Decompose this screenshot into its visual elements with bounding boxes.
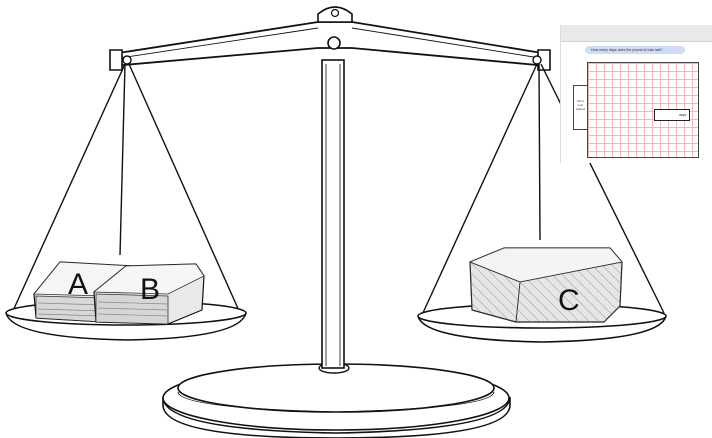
block-a-label: A [68, 268, 88, 301]
inset-side-tab [573, 85, 587, 130]
scale-base [162, 362, 511, 438]
block-c: C [468, 247, 623, 323]
inset-answer-unit: days [679, 113, 687, 117]
inset-answer-grid[interactable] [587, 62, 699, 158]
scale-post [321, 59, 345, 369]
inset-answer-box[interactable] [654, 109, 690, 121]
inset-toolbar [561, 25, 712, 42]
block-b: B [92, 263, 205, 325]
inset-screenshot: How many days does the pound of cats las… [560, 25, 712, 163]
block-c-label: C [558, 284, 580, 317]
inset-side-note: Show your method [576, 99, 585, 111]
inset-question: How many days does the pound of cats las… [585, 46, 685, 54]
block-b-label: B [140, 273, 160, 306]
pivot-finial [317, 6, 353, 50]
left-pan-strings [11, 63, 241, 314]
